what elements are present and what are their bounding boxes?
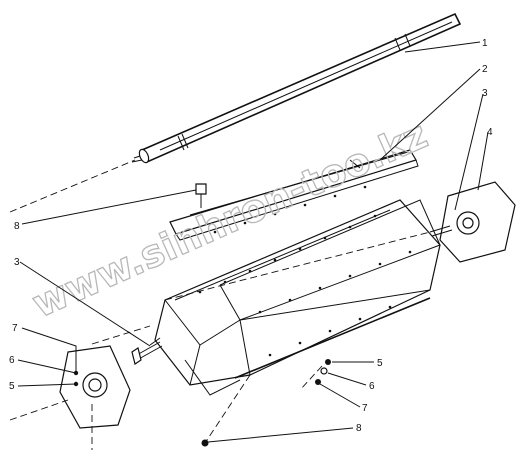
- callout-6-left: 6: [9, 355, 15, 366]
- callout-labels: 1 2 3 4 8 3 7 6 5 5 6 7 8: [9, 38, 493, 434]
- top-plate-part-2: [169, 149, 419, 241]
- right-end-plate-part-4: [429, 181, 516, 263]
- bolt-part-8-top: [195, 183, 207, 208]
- callout-6-right: 6: [369, 381, 375, 392]
- callout-1: 1: [482, 38, 488, 49]
- callout-7-right: 7: [362, 403, 368, 414]
- callout-7-left: 7: [12, 323, 18, 334]
- shaft-part-1: [131, 12, 462, 164]
- callout-4-right: 4: [487, 127, 493, 138]
- callout-5-right: 5: [377, 358, 383, 369]
- callout-2: 2: [482, 64, 488, 75]
- left-end-plate-part-4: [59, 345, 131, 429]
- beater-body: [149, 185, 441, 396]
- callout-8-top: 8: [14, 221, 20, 232]
- fasteners-right: [201, 359, 331, 447]
- leader-lines: [17, 41, 489, 443]
- rivet-rows: [198, 185, 412, 357]
- callout-8-bottom: 8: [356, 423, 362, 434]
- callout-5-left: 5: [9, 381, 15, 392]
- bolt-part-3-left: [131, 341, 163, 365]
- callout-3-right: 3: [482, 88, 488, 99]
- callout-3-left: 3: [14, 257, 20, 268]
- assembly-axis-lines: [9, 159, 431, 450]
